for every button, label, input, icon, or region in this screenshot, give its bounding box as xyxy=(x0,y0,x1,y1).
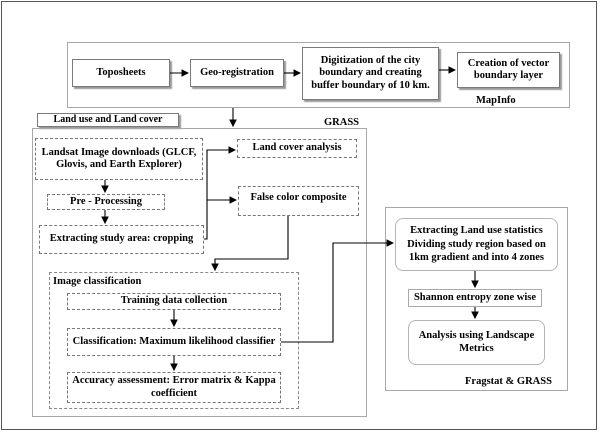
grass-group xyxy=(32,128,367,417)
mapinfo-label: MapInfo xyxy=(476,95,516,106)
ml-classification-box: Classification: Maximum likelihood class… xyxy=(67,328,281,356)
accuracy-assessment-box: Accuracy assessment: Error matrix & Kapp… xyxy=(67,372,281,403)
shannon-entropy-box: Shannon entropy zone wise xyxy=(408,289,542,307)
mapinfo-group xyxy=(67,42,570,108)
land-use-statistics-box: Extracting Land use statistics Dividing … xyxy=(395,218,558,271)
land-use-title: Land use and Land cover xyxy=(37,113,179,127)
fragstat-group xyxy=(385,207,568,391)
land-cover-analysis-box: Land cover analysis xyxy=(237,139,357,158)
arrow-falsecolor-to-classification xyxy=(211,216,289,272)
digitization-box: Digitization of the city boundary and cr… xyxy=(302,47,439,100)
extract-stats-text: Extracting Land use statistics xyxy=(410,224,543,236)
training-data-box: Training data collection xyxy=(67,293,281,310)
toposheets-box: Toposheets xyxy=(72,59,170,87)
image-classification-group xyxy=(49,272,299,409)
arrow-ml-to-fragstat xyxy=(281,239,395,343)
grass-label: GRASS xyxy=(324,117,360,128)
vector-layer-box: Creation of vector boundary layer xyxy=(457,52,560,88)
false-color-box: False color composite xyxy=(238,186,359,216)
preprocessing-box: Pre - Processing xyxy=(47,194,165,210)
arrow-crop-to-landcover xyxy=(204,146,237,240)
fragstat-label: Fragstat & GRASS xyxy=(465,376,552,387)
image-classification-title: Image classification xyxy=(53,276,142,287)
landsat-download-box: Landsat Image downloads (GLCF, Glovis, a… xyxy=(35,138,203,180)
cropping-box: Extracting study area: cropping xyxy=(39,225,204,254)
geo-registration-box: Geo-registration xyxy=(190,59,284,87)
landscape-metrics-box: Analysis using Landscape Metrics xyxy=(408,320,545,365)
dividing-text: Dividing study region based on 1km gradi… xyxy=(407,239,546,263)
